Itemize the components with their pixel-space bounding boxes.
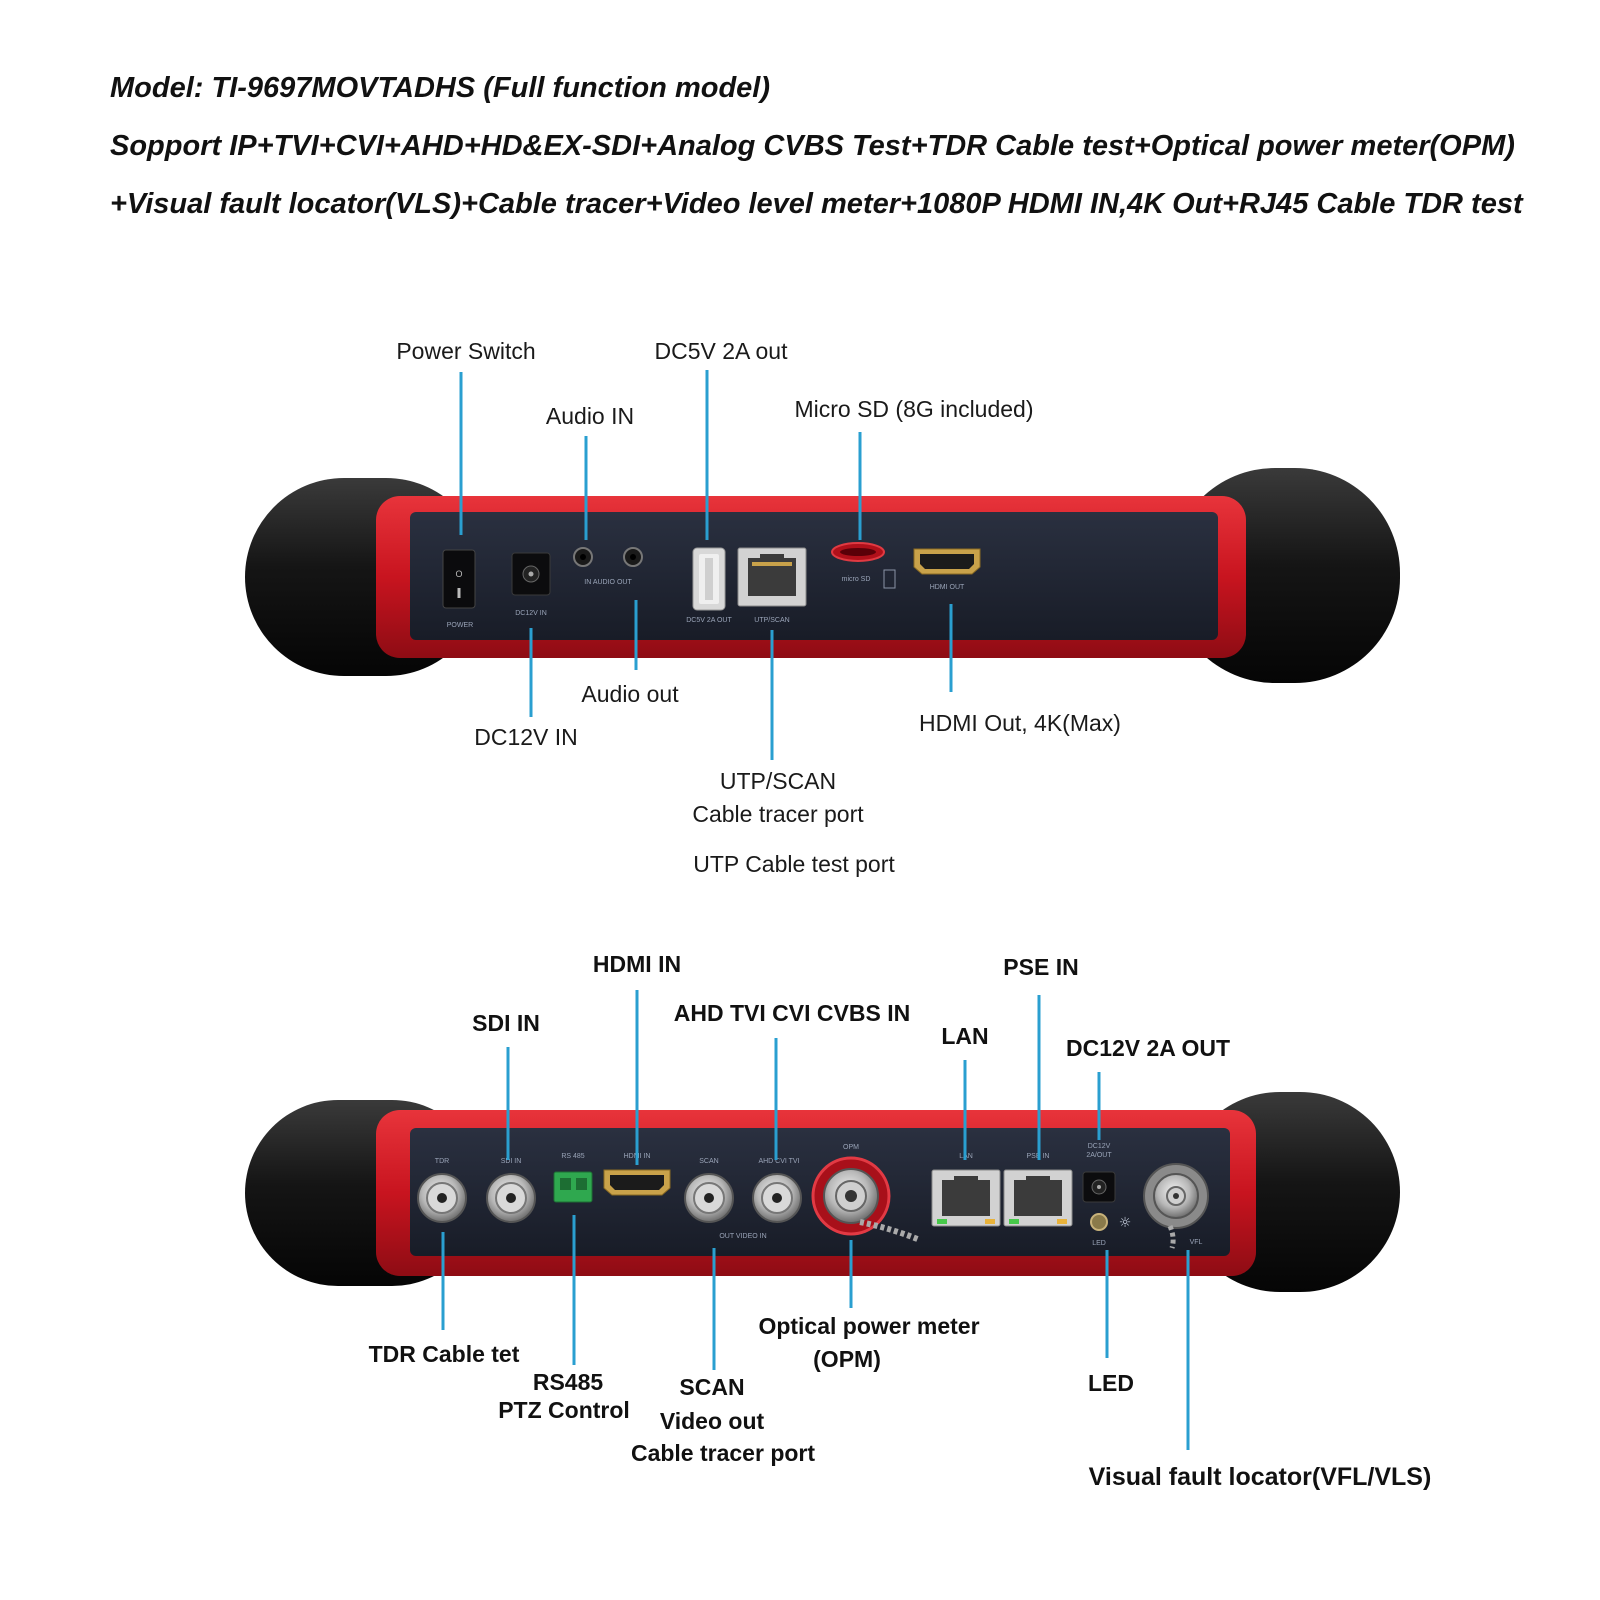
printed-sdi: SDI IN <box>501 1158 522 1165</box>
printed-opm: OPM <box>843 1144 859 1151</box>
printed-dc12v: DC12V IN <box>515 610 547 617</box>
printed-power: POWER <box>447 622 473 629</box>
printed-hdmi-out: HDMI OUT <box>930 584 965 591</box>
printed-rs485: RS 485 <box>561 1153 584 1160</box>
printed-ahd: AHD CVI TVI <box>758 1158 799 1165</box>
label-led: LED <box>1088 1370 1134 1396</box>
opm-port[interactable] <box>811 1156 922 1243</box>
svg-text:☼: ☼ <box>1119 1215 1132 1231</box>
label-utp-scan: UTP/SCAN <box>720 768 836 794</box>
label-audio-in: Audio IN <box>546 403 634 429</box>
lan-port[interactable] <box>931 1169 1001 1227</box>
label-sdi-in: SDI IN <box>472 1010 540 1036</box>
ahd-tvi-cvi-bnc-port[interactable] <box>752 1173 802 1223</box>
printed-dc12v-1: DC12V <box>1088 1143 1111 1150</box>
feature-line-2: +Visual fault locator(VLS)+Cable tracer+… <box>110 188 1523 220</box>
pse-in-port[interactable] <box>1003 1169 1073 1227</box>
usb-port[interactable] <box>692 547 726 611</box>
device-top: O POWER DC12V IN IN AUDIO OUT DC5V 2A OU… <box>245 338 1400 877</box>
model-title: Model: TI-9697MOVTADHS (Full function mo… <box>110 72 771 104</box>
label-opm: Optical power meter <box>758 1313 979 1339</box>
label-dc12v-out: DC12V 2A OUT <box>1066 1035 1230 1061</box>
label-audio-out: Audio out <box>581 681 679 707</box>
printed-audio: IN AUDIO OUT <box>584 579 632 586</box>
label-opm-abbr: (OPM) <box>813 1346 881 1372</box>
label-micro-sd: Micro SD (8G included) <box>794 396 1033 422</box>
printed-scan: SCAN <box>699 1158 718 1165</box>
label-hdmi-out: HDMI Out, 4K(Max) <box>919 710 1121 736</box>
printed-utp: UTP/SCAN <box>754 617 789 624</box>
printed-tdr: TDR <box>435 1158 449 1165</box>
printed-led: LED <box>1092 1240 1106 1247</box>
rs485-terminal[interactable] <box>553 1171 593 1203</box>
micro-sd-slot[interactable] <box>831 542 885 562</box>
printed-microsd: micro SD <box>842 576 871 583</box>
label-tdr: TDR Cable tet <box>369 1341 520 1367</box>
callout-lines-top <box>459 370 953 760</box>
label-dc12v-in: DC12V IN <box>474 724 578 750</box>
label-scan-cable-tracer: Cable tracer port <box>631 1440 815 1466</box>
power-switch[interactable]: O <box>442 549 476 609</box>
label-utp-cable-test-port: UTP Cable test port <box>693 851 895 877</box>
dc12v-out-jack[interactable] <box>1082 1171 1116 1203</box>
led-indicator: ☼ <box>1090 1213 1132 1231</box>
printed-dc12v-2: 2A/OUT <box>1086 1152 1112 1159</box>
label-rs485: RS485 <box>533 1369 604 1395</box>
label-scan: SCAN <box>679 1374 744 1400</box>
label-pse-in: PSE IN <box>1003 954 1078 980</box>
label-power-switch: Power Switch <box>396 338 535 364</box>
tdr-bnc-port[interactable] <box>417 1173 467 1223</box>
device-bottom: TDR SDI IN RS 485 HDMI IN SCAN <box>245 951 1431 1491</box>
label-cable-tracer-port: Cable tracer port <box>692 801 864 827</box>
label-hdmi-in: HDMI IN <box>593 951 681 977</box>
label-ptz-control: PTZ Control <box>498 1397 630 1423</box>
printed-dc5v: DC5V 2A OUT <box>686 617 732 624</box>
utp-scan-port[interactable] <box>737 547 807 607</box>
hdmi-in-port[interactable] <box>603 1169 671 1196</box>
callout-lines-bottom <box>441 990 1190 1450</box>
audio-in-jack[interactable] <box>573 547 593 567</box>
port-panel <box>410 512 1218 640</box>
printed-vfl: VFL <box>1190 1239 1203 1246</box>
sdi-in-bnc-port[interactable] <box>486 1173 536 1223</box>
label-vfl: Visual fault locator(VFL/VLS) <box>1089 1463 1432 1491</box>
label-ahd-tvi-cvi-cvbs-in: AHD TVI CVI CVBS IN <box>674 1000 910 1026</box>
printed-video: OUT VIDEO IN <box>719 1233 766 1240</box>
feature-line-1: Sopport IP+TVI+CVI+AHD+HD&EX-SDI+Analog … <box>110 130 1515 162</box>
vfl-port[interactable] <box>1143 1163 1209 1249</box>
svg-text:O: O <box>455 569 462 579</box>
scan-bnc-port[interactable] <box>684 1173 734 1223</box>
dc12v-in-jack[interactable] <box>511 552 551 596</box>
label-dc5v-out: DC5V 2A out <box>655 338 789 364</box>
label-video-out: Video out <box>660 1408 765 1434</box>
label-lan: LAN <box>941 1023 988 1049</box>
hdmi-out-port[interactable] <box>913 548 981 575</box>
audio-out-jack[interactable] <box>623 547 643 567</box>
